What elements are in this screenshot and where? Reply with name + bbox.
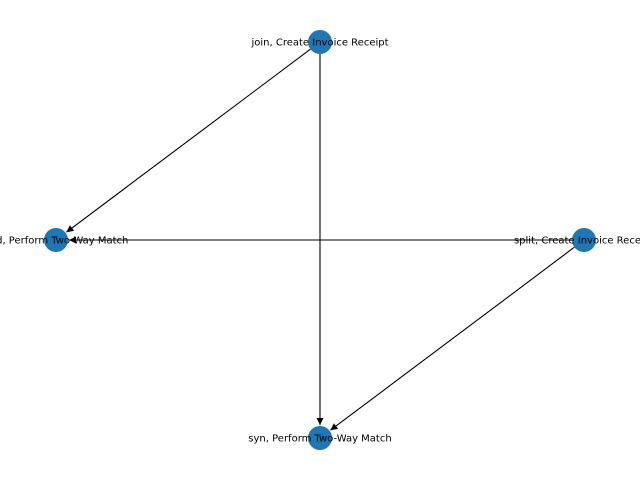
- node-n2: [44, 228, 68, 252]
- node-label-n3: split, Create Invoice Receipt: [514, 236, 640, 247]
- node-label-n1: join, Create Invoice Receipt: [250, 38, 388, 49]
- edge-n1-n2: [66, 48, 311, 233]
- node-n4: [308, 426, 332, 450]
- labels-layer: join, Create Invoice Receipt and, Perform…: [0, 38, 640, 445]
- edges-layer: [66, 48, 575, 431]
- edge-n3-n4: [330, 246, 575, 431]
- node-label-n2: and, Perform Two-Way Match: [0, 236, 128, 247]
- node-label-n4: syn, Perform Two-Way Match: [248, 434, 391, 445]
- node-n3: [572, 228, 596, 252]
- node-n1: [308, 30, 332, 54]
- nodes-layer: [44, 30, 596, 450]
